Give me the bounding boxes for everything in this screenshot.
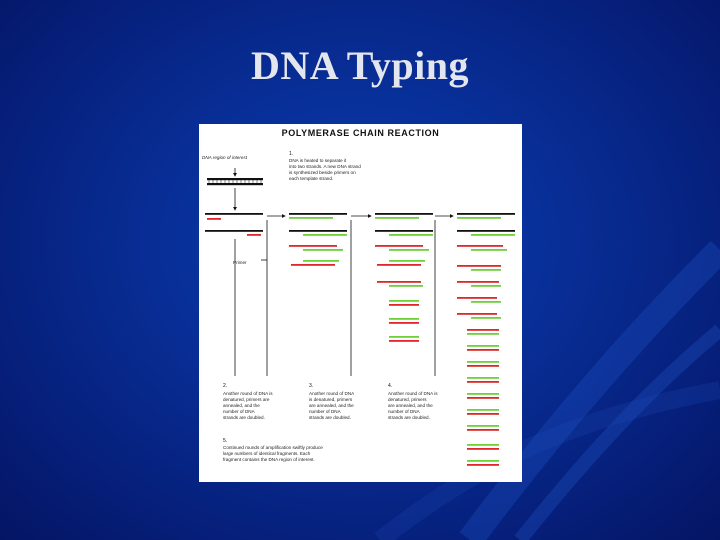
step-4-strands <box>457 213 515 466</box>
original-dna-double-strand <box>207 178 263 186</box>
pcr-figure: POLYMERASE CHAIN REACTION DNA region of … <box>199 124 522 482</box>
step-1-strands <box>205 213 263 236</box>
step-5-text: Continued rounds of amplification swiftl… <box>223 445 323 462</box>
slide-title: DNA Typing <box>250 43 470 88</box>
step-3-strands <box>375 213 433 342</box>
step-1-number: 1. <box>289 151 294 157</box>
step-1-text: DNA is heated to separate it into two st… <box>289 158 361 181</box>
step-3-text: Another round of DNA is denatured, prime… <box>309 391 355 420</box>
step-5-number: 5. <box>223 438 228 444</box>
step-4-number: 4. <box>388 383 393 389</box>
pcr-diagram-graphic <box>205 168 515 466</box>
flow-arrows <box>233 168 454 376</box>
figure-title: POLYMERASE CHAIN REACTION <box>281 128 440 138</box>
step-2-strands <box>289 213 347 266</box>
step-4-text: Another round of DNA is denatured, prime… <box>388 391 438 420</box>
step-3-number: 3. <box>309 383 314 389</box>
dna-region-label: DNA region of interest <box>202 155 248 160</box>
step-2-number: 2. <box>223 383 228 389</box>
step-2-text: Another round of DNA is denatured, prime… <box>223 391 273 420</box>
primer-label: Primer <box>233 260 247 265</box>
